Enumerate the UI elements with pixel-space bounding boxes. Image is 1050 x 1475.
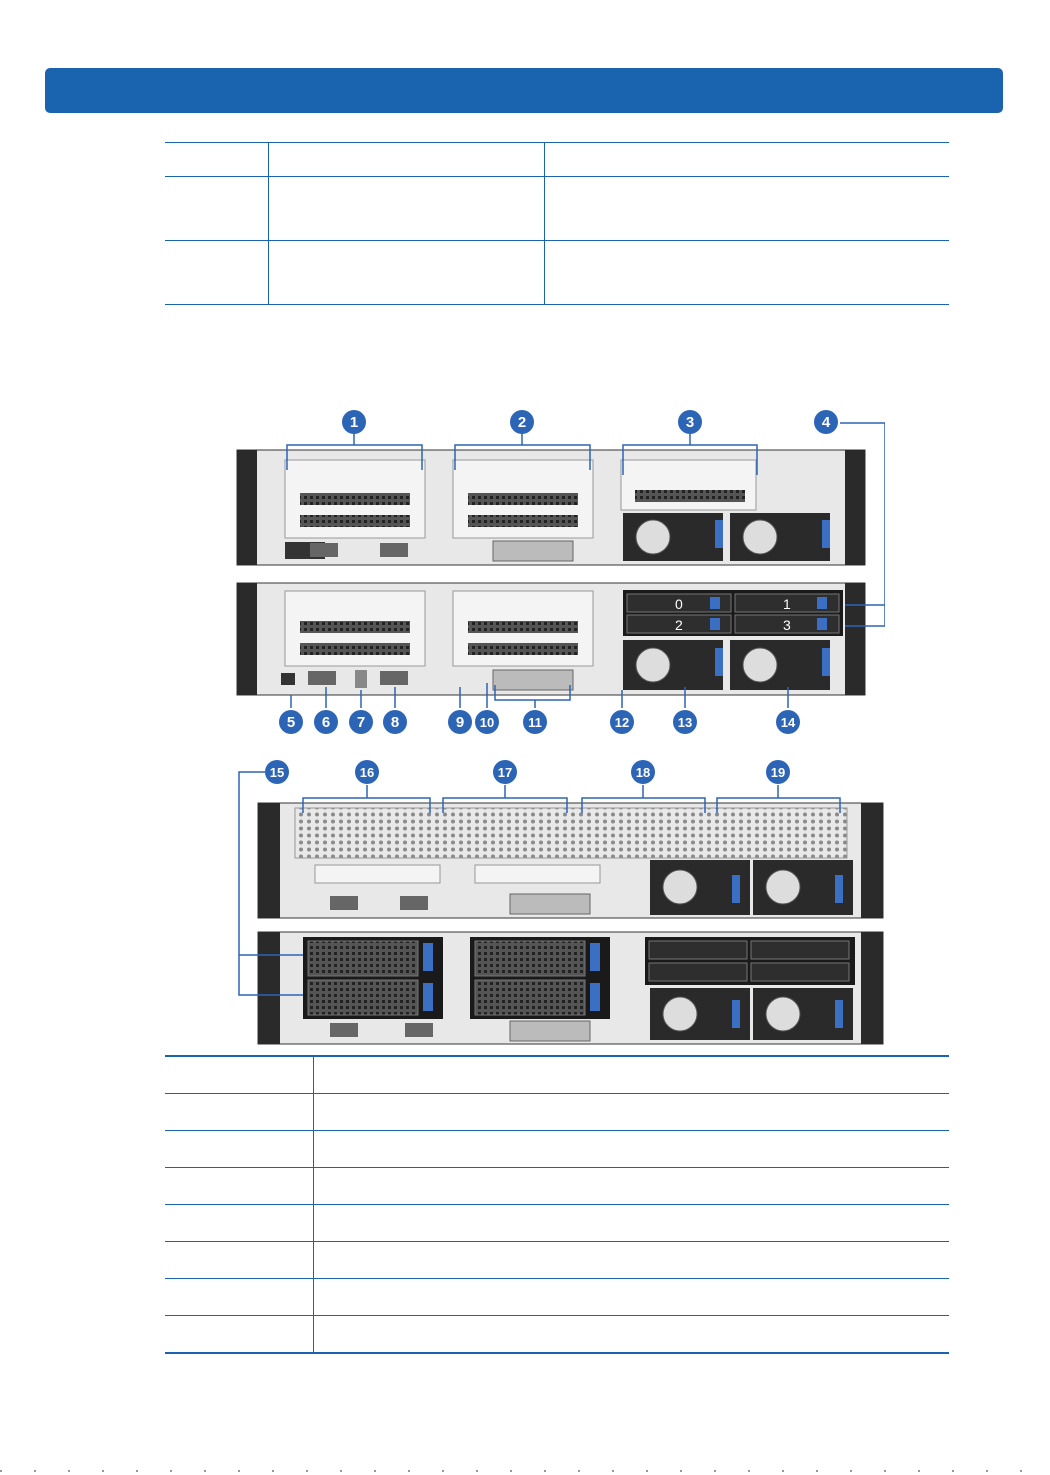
callout-18: 18	[631, 760, 655, 784]
chassis-top	[236, 449, 866, 566]
svg-text:1: 1	[350, 414, 358, 431]
callout-6: 6	[314, 710, 338, 734]
callout-5: 5	[279, 710, 303, 734]
svg-text:10: 10	[480, 715, 494, 730]
svg-text:9: 9	[456, 714, 464, 731]
svg-text:16: 16	[360, 765, 374, 780]
svg-text:5: 5	[287, 714, 295, 731]
svg-text:17: 17	[498, 765, 512, 780]
chassis-bottom	[257, 931, 884, 1045]
svg-text:18: 18	[636, 765, 650, 780]
drive-bay-3-label: 3	[783, 617, 791, 633]
callout-13: 13	[673, 710, 697, 734]
svg-text:2: 2	[518, 414, 526, 431]
callout-leader-lines	[238, 422, 885, 996]
callout-4: 4	[814, 410, 838, 434]
chassis-third	[257, 802, 884, 919]
callout-17: 17	[493, 760, 517, 784]
section-header-bar	[45, 68, 1003, 113]
callout-2: 2	[510, 410, 534, 434]
svg-text:13: 13	[678, 715, 692, 730]
top-spec-table	[165, 142, 949, 305]
callout-14: 14	[776, 710, 800, 734]
callout-8: 8	[383, 710, 407, 734]
svg-text:11: 11	[528, 715, 542, 730]
callout-markers: 1 2 3 4 5 6 7 8 9 10 11 12 13 14 15 16 1…	[265, 410, 838, 784]
callout-15: 15	[265, 760, 289, 784]
svg-text:19: 19	[771, 765, 785, 780]
callout-19: 19	[766, 760, 790, 784]
callout-10: 10	[475, 710, 499, 734]
drive-bay-2-label: 2	[675, 617, 683, 633]
callout-16: 16	[355, 760, 379, 784]
drive-bay-0-label: 0	[675, 596, 683, 612]
callout-12: 12	[610, 710, 634, 734]
svg-text:8: 8	[391, 714, 399, 731]
svg-text:7: 7	[357, 714, 365, 731]
callout-9: 9	[448, 710, 472, 734]
callout-11: 11	[523, 710, 547, 734]
bottom-legend-table	[165, 1055, 949, 1354]
drive-bay-1-label: 1	[783, 596, 791, 612]
svg-text:6: 6	[322, 714, 330, 731]
svg-text:15: 15	[270, 765, 284, 780]
callout-1: 1	[342, 410, 366, 434]
svg-text:12: 12	[615, 715, 629, 730]
page-footer-dots	[0, 1470, 1050, 1472]
svg-text:14: 14	[781, 715, 796, 730]
rear-panel-figure: 0 1 2 3	[236, 410, 885, 1045]
chassis-second: 0 1 2 3	[236, 582, 866, 696]
callout-7: 7	[349, 710, 373, 734]
svg-text:4: 4	[822, 414, 831, 431]
svg-text:3: 3	[686, 414, 694, 431]
callout-3: 3	[678, 410, 702, 434]
